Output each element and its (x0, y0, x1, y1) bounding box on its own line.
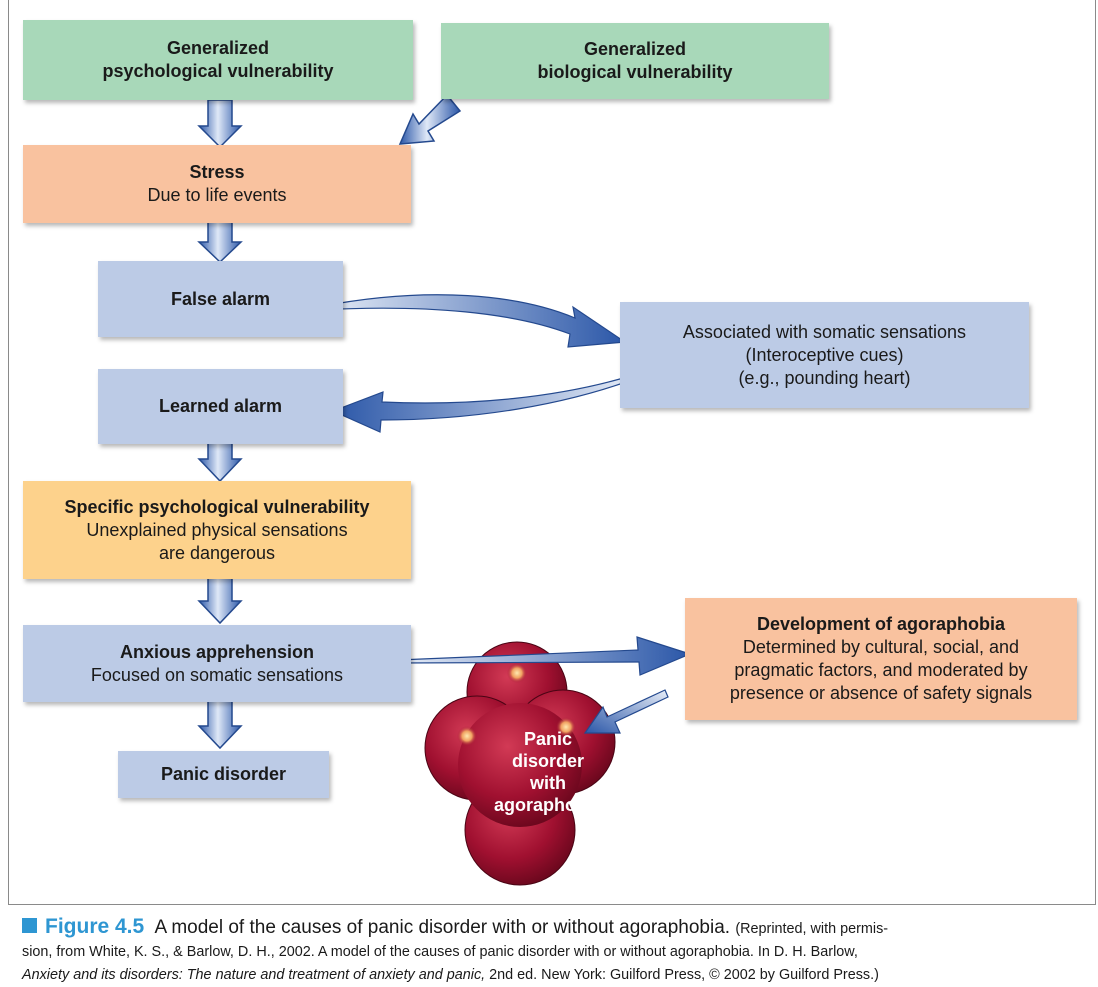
box-text: Determined by cultural, social, and (742, 637, 1020, 657)
box-text: (e.g., pounding heart) (738, 367, 911, 388)
box-title: Learned alarm (158, 396, 283, 416)
box-false-alarm: False alarm (98, 261, 343, 337)
caption-credit-line-2: sion, from White, K. S., & Barlow, D. H.… (22, 944, 858, 960)
box-panic-disorder: Panic disorder (118, 751, 329, 798)
box-text: presence or absence of safety signals (729, 683, 1033, 703)
figure-frame (8, 0, 1096, 905)
box-title: Panic disorder (160, 764, 287, 784)
arrow-anxious-to-agoraphobia (397, 636, 692, 676)
box-text: biological vulnerability (537, 62, 733, 82)
box-anxious-apprehension: Anxious apprehension Focused on somatic … (23, 625, 411, 702)
arrow-anxious-to-panic (197, 700, 243, 750)
arrows-overlay (397, 636, 692, 734)
box-text: Generalized (166, 38, 270, 58)
caption-title: A model of the causes of panic disorder … (154, 917, 731, 938)
arrow-bio-to-stress (398, 93, 462, 145)
box-text: Unexplained physical sensations (86, 519, 348, 540)
blob-text: Panic (523, 729, 573, 749)
box-text: are dangerous (158, 542, 276, 563)
arrow-somatic-to-learned (331, 373, 638, 433)
figure-caption: Figure 4.5 A model of the causes of pani… (22, 914, 1088, 987)
caption-square-icon (22, 918, 37, 933)
arrows-layer (197, 93, 638, 750)
box-text: Associated with somatic sensations (682, 321, 967, 342)
box-text: Generalized (583, 39, 687, 59)
arrow-stress-to-false-alarm (197, 219, 243, 264)
box-generalized-psychological-vulnerability: Generalized psychological vulnerability (23, 20, 413, 100)
caption-line-1: Figure 4.5 A model of the causes of pani… (22, 914, 1088, 941)
box-subtitle: Due to life events (147, 185, 287, 205)
box-associated-somatic-sensations: Associated with somatic sensations (Inte… (620, 302, 1029, 408)
box-text: (Interoceptive cues) (745, 344, 904, 365)
box-generalized-biological-vulnerability: Generalized biological vulnerability (441, 23, 829, 99)
box-stress: Stress Due to life events (23, 145, 411, 223)
box-text: psychological vulnerability (102, 61, 334, 81)
box-title: Development of agoraphobia (756, 614, 1006, 634)
box-learned-alarm: Learned alarm (98, 369, 343, 444)
box-subtitle: Focused on somatic sensations (90, 664, 344, 685)
panic-agoraphobia-label: Panic disorder with agoraphobia (493, 728, 603, 816)
blob-text: with (530, 773, 566, 793)
box-title: False alarm (170, 288, 271, 309)
arrow-agoraphobia-to-blob (583, 689, 669, 734)
box-specific-psychological-vulnerability: Specific psychological vulnerability Une… (23, 481, 411, 579)
caption-credit-line-3: Anxiety and its disorders: The nature an… (22, 964, 1088, 987)
blob-text: agoraphobia (493, 795, 602, 815)
caption-credit-open: (Reprinted, with permis- (735, 921, 889, 937)
arrow-psych-to-stress (197, 99, 243, 149)
arrow-false-alarm-to-somatic (317, 294, 627, 348)
box-title: Stress (189, 162, 245, 182)
box-title: Anxious apprehension (119, 641, 315, 662)
caption-credit-rest: 2nd ed. New York: Guilford Press, © 2002… (485, 967, 879, 983)
box-title: Specific psychological vulnerability (64, 496, 370, 517)
box-development-of-agoraphobia: Development of agoraphobia Determined by… (685, 598, 1077, 720)
book-title: Anxiety and its disorders: The nature an… (22, 967, 486, 983)
arrow-specific-to-anxious (197, 576, 243, 625)
box-text: pragmatic factors, and moderated by (734, 660, 1028, 680)
panic-agoraphobia-blob (424, 641, 616, 886)
blob-text: disorder (511, 751, 585, 771)
figure-number: Figure 4.5 (45, 915, 145, 938)
